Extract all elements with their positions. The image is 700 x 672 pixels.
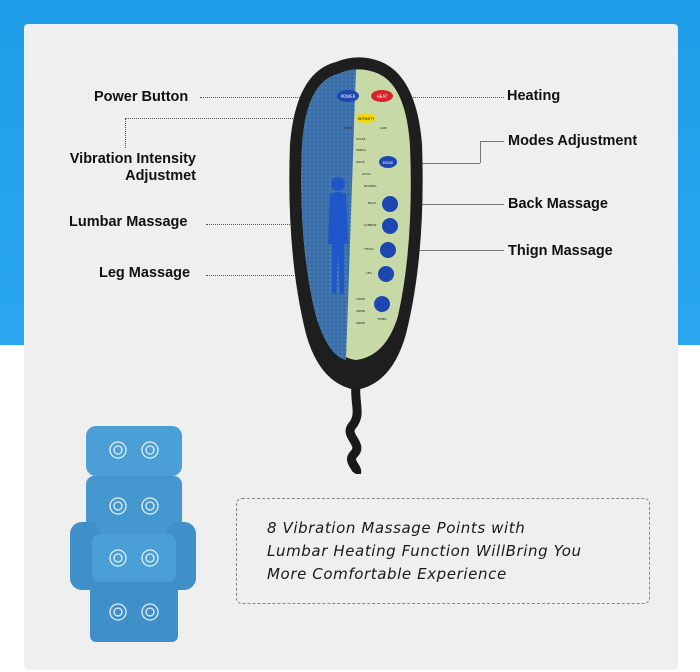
connector-modes-to-button xyxy=(400,163,480,164)
remote-timer-60: 60MIN xyxy=(356,321,365,325)
connector-back xyxy=(398,204,504,205)
remote-cord xyxy=(345,383,362,474)
remote-mode-text: MODE xyxy=(383,161,394,165)
label-heating: Heating xyxy=(507,88,561,104)
remote-lumbar-text: LUMBAR xyxy=(364,223,377,227)
label-vibration-intensity: Vibration Intensity Adjustmet xyxy=(56,151,196,184)
feature-callout-text: 8 Vibration Massage Points with Lumbar H… xyxy=(267,517,582,586)
connector-modes-horizontal xyxy=(480,141,504,142)
label-back-massage: Back Massage xyxy=(508,196,608,212)
back-button-shape xyxy=(382,196,398,212)
remote-mode-press: PRESS xyxy=(356,148,366,152)
remote-leg-text: LEG xyxy=(366,271,373,275)
remote-timer-text: TIMER xyxy=(376,317,386,321)
remote-low-text: LOW xyxy=(380,126,387,130)
remote-mode-pulse: PULSE xyxy=(356,137,366,141)
remote-timer-30: 30MIN xyxy=(356,309,365,313)
human-figure-icon xyxy=(328,177,348,294)
remote-mode-auto: AUTO xyxy=(362,172,371,176)
remote-intensity-text: INTENSITY xyxy=(358,117,375,121)
remote-power-text: POWER xyxy=(341,94,356,99)
label-lumbar-massage: Lumbar Massage xyxy=(69,214,188,230)
callout-line-3: More Comfortable Experience xyxy=(267,565,507,583)
remote-high-text: HIGH xyxy=(344,126,352,130)
label-vibration-intensity-line1: Vibration Intensity xyxy=(69,151,196,167)
connector-intensity-top xyxy=(125,118,355,119)
mode-button-shape xyxy=(379,156,397,168)
recliner-chair-image xyxy=(70,426,196,642)
label-vibration-intensity-line2: Adjustmet xyxy=(125,168,196,184)
remote-heat-text: HEAT xyxy=(377,94,388,99)
intensity-button-shape xyxy=(356,113,376,123)
connector-thigh xyxy=(398,250,504,251)
remote-control-image: POWER HEAT INTENSITY HIGH LOW PULSE PRES… xyxy=(289,57,423,474)
label-thigh-massage: Thign Massage xyxy=(508,243,613,259)
label-power-button: Power Button xyxy=(94,89,189,105)
thigh-button-shape xyxy=(380,242,396,258)
remote-back-text: BACK xyxy=(368,201,377,205)
connector-modes-vertical xyxy=(480,141,481,163)
label-modes-adjustment: Modes Adjustment xyxy=(508,133,638,149)
timer-button-shape xyxy=(374,296,390,312)
callout-line-1: 8 Vibration Massage Points with xyxy=(267,519,526,537)
connector-leg xyxy=(206,275,384,276)
heat-button-shape xyxy=(371,90,393,102)
power-button-shape xyxy=(337,90,359,102)
connector-intensity-vertical xyxy=(125,118,126,148)
connector-heating xyxy=(398,97,504,98)
remote-mode-wave: WAVE xyxy=(356,160,365,164)
remote-thigh-text: THIGH xyxy=(363,247,374,251)
feature-callout-box: 8 Vibration Massage Points with Lumbar H… xyxy=(236,498,650,604)
callout-line-2: Lumbar Heating Function WillBring You xyxy=(267,542,582,560)
lumbar-button-shape xyxy=(382,218,398,234)
remote-timer-15: 15MIN xyxy=(356,297,365,301)
label-leg-massage: Leg Massage xyxy=(99,265,191,281)
leg-button-shape xyxy=(378,266,394,282)
connector-power xyxy=(200,97,336,98)
remote-mode-normal: NORMAL xyxy=(364,184,377,188)
